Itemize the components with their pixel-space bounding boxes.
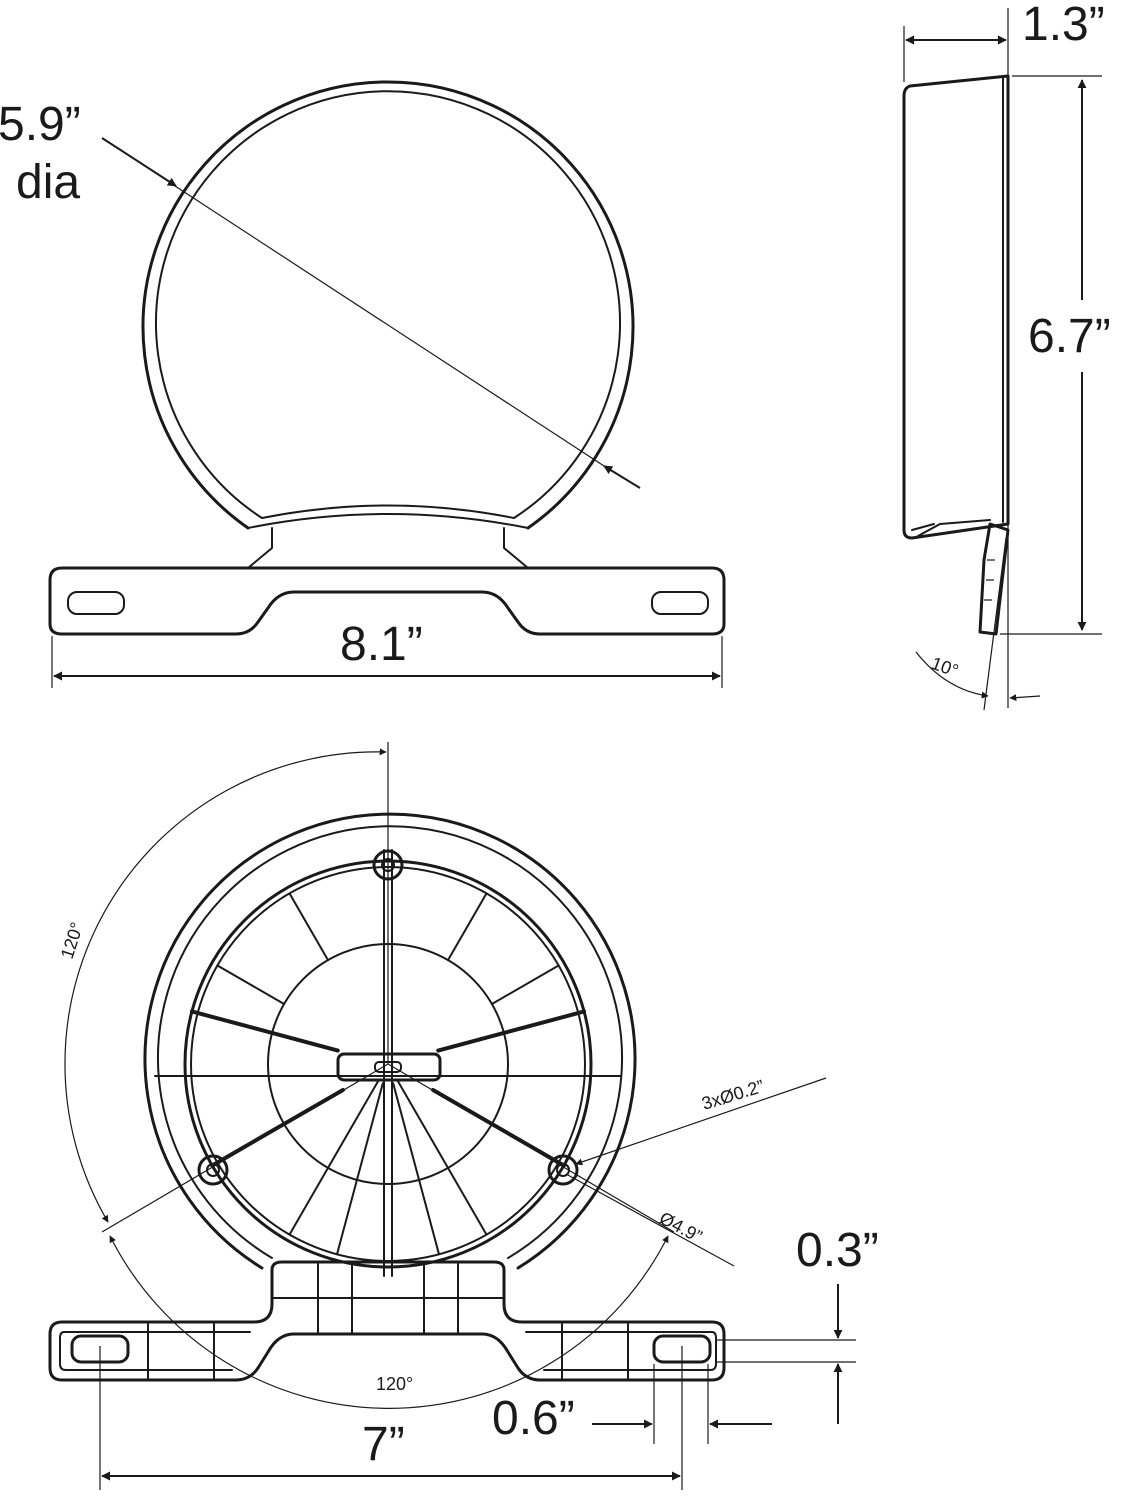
diameter-arrow-bottom <box>603 465 641 489</box>
side-base-step <box>911 519 991 537</box>
rear-housing-inner <box>157 825 623 1259</box>
front-lens-inner <box>155 90 621 519</box>
height-label: 6.7” <box>1028 310 1111 363</box>
diameter-arrow-top <box>101 137 177 187</box>
diameter-line <box>174 185 605 467</box>
rear-radial-rib <box>336 1082 384 1256</box>
front-bracket <box>48 566 726 636</box>
rear-radial-rib <box>392 1082 440 1256</box>
rear-radial-rib <box>288 1080 379 1236</box>
hole-leader-line <box>575 1077 827 1166</box>
slot-spacing-label: 7” <box>362 1418 405 1471</box>
rear-radial-rib <box>397 1080 488 1236</box>
front-neck <box>247 527 529 569</box>
bolt-circle-label: Ø4.9” <box>656 1208 705 1247</box>
diameter-label-unit: dia <box>16 156 80 209</box>
diameter-label-value: 5.9” <box>0 98 81 151</box>
rear-bracket-inner-rim <box>59 1331 717 1371</box>
tilt-arc-right <box>1009 694 1041 702</box>
angle-arc-bottom <box>109 1235 669 1409</box>
rear-radial-rib <box>436 1009 587 1053</box>
rear-radial-rib <box>288 892 329 962</box>
slot-width-label: 0.6” <box>492 1392 575 1445</box>
width-label: 8.1” <box>340 618 423 671</box>
rear-radial-rib <box>490 964 560 1005</box>
depth-label: 1.3” <box>1022 0 1105 51</box>
front-lens-outer <box>141 80 635 530</box>
hole-label: 3xØ0.2” <box>699 1076 766 1114</box>
tilt-arc-left <box>915 651 989 699</box>
front-mount-slot-left <box>67 591 125 615</box>
bolt-circle-leader <box>565 1173 735 1267</box>
angle-bottom-label: 120° <box>376 1374 413 1394</box>
tilt-angle-label: 10° <box>929 653 961 681</box>
front-lens-base <box>247 504 529 529</box>
rear-radial-rib <box>447 892 488 962</box>
side-view: 1.3” 6.7” 10° <box>902 0 1111 711</box>
side-bracket <box>978 522 1010 636</box>
side-housing <box>902 74 1010 540</box>
front-mount-slot-right <box>651 591 709 615</box>
angle-ref-line-right <box>387 1063 675 1233</box>
rear-radial-rib <box>189 1009 340 1053</box>
rear-view: 120° 120° 3xØ0.2” Ø4.9” 0.3” 0.6” 7” <box>48 742 879 1490</box>
rear-radial-rib <box>216 964 286 1005</box>
slot-height-label: 0.3” <box>796 1224 879 1277</box>
tilt-bracket-line <box>983 537 1007 711</box>
rear-housing-outer <box>143 812 637 1270</box>
angle-top-label: 120° <box>57 920 88 962</box>
rear-bracket <box>48 1260 726 1382</box>
rear-bracket-webs <box>147 1263 629 1379</box>
front-view: 5.9” dia 8.1” <box>0 80 726 688</box>
angle-arc-top-left <box>64 748 387 1223</box>
